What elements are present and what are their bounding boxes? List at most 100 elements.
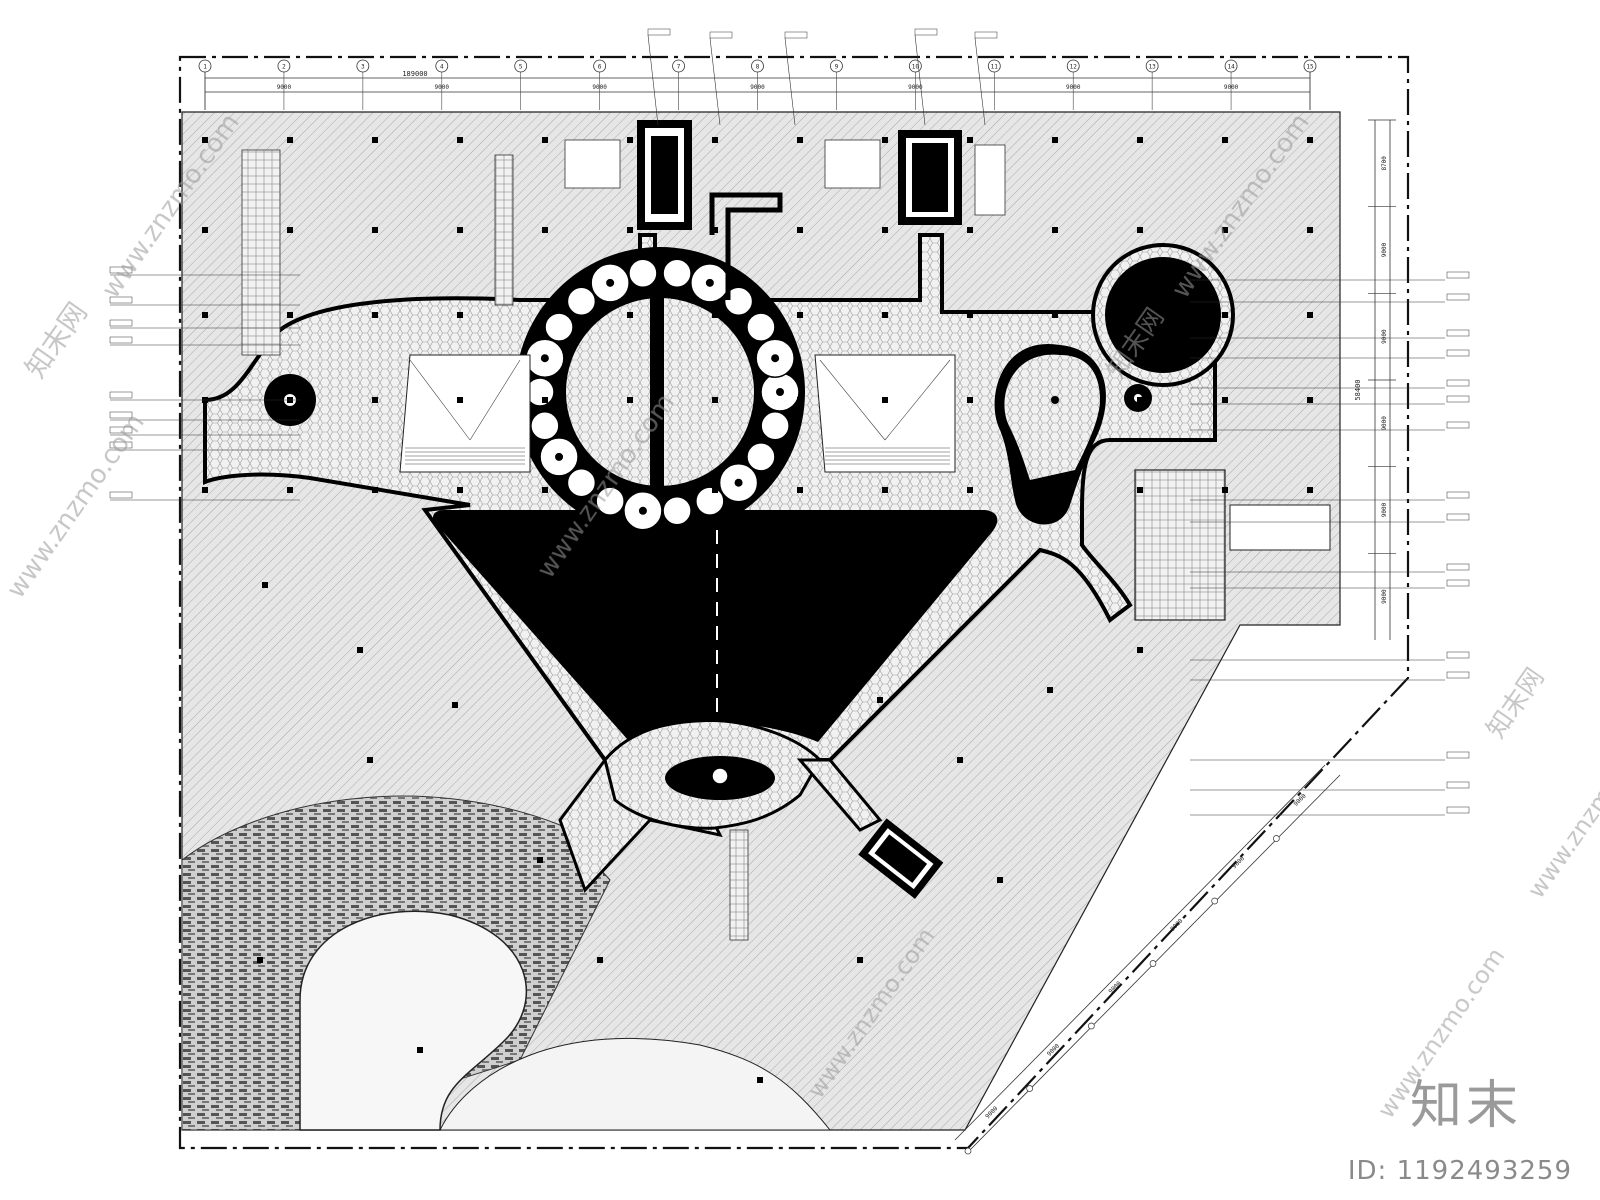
callout-tag [109,441,133,449]
column [882,227,888,233]
north-elevators [974,144,1006,216]
grid-bubble-label: 3 [361,64,365,71]
column [967,487,973,493]
callout-leader [709,37,721,126]
watermark-id: ID: 1192493259 [1347,1156,1572,1186]
grid-bubble [1145,59,1159,73]
column [202,227,208,233]
callout-tag [1446,379,1470,387]
west-escalator-atrium [399,354,531,473]
column [882,487,888,493]
east-service-block [1134,469,1226,621]
column [1307,227,1313,233]
column [372,137,378,143]
callout-tag [784,31,808,39]
callout-tag [109,266,133,274]
diagonal-grid-bubble [1026,1085,1034,1092]
diagonal-bay-dimension: 9000 [1169,917,1184,932]
callout-tag [1446,781,1470,789]
grid-bubble [435,59,449,73]
column [1137,647,1143,653]
ring-planter [544,312,574,342]
grid-bubble-label: 10 [912,64,920,71]
column [457,312,463,318]
callout-tag [1446,293,1470,301]
column [712,397,718,403]
ring-planter [530,411,560,441]
column [797,137,803,143]
column [757,1077,763,1083]
column [1137,487,1143,493]
ring-planter-core [771,354,780,363]
callout-tag [1446,751,1470,759]
lower-left-plaza-circle [299,910,528,1131]
column [1137,227,1143,233]
column [1137,312,1143,318]
callout-tag [1446,651,1470,659]
ring-planter [566,467,597,498]
callout-tag [1446,329,1470,337]
north-core-left-void [651,136,678,214]
grid-bubble-label: 11 [991,64,999,71]
column [257,957,263,963]
callout-tag [914,28,938,36]
column [1307,397,1313,403]
ring-planter-core [705,278,714,287]
column [712,487,718,493]
column [597,957,603,963]
central-ring-planters [525,258,800,531]
callout-tag [109,491,133,499]
callout-tag [109,391,133,399]
right-bay-dimension: 9000 [1381,242,1388,257]
callout-leader [914,34,926,126]
column [627,137,633,143]
callout-leader [974,37,986,126]
column [357,647,363,653]
central-ring-spine [650,262,664,510]
ring-planter [662,496,692,526]
grid-bubble-label: 14 [1227,64,1235,71]
column [957,757,963,763]
column [542,487,548,493]
column [712,312,718,318]
column [627,487,633,493]
column [627,397,633,403]
grid-bubble [1066,59,1080,73]
column [882,312,888,318]
column [202,487,208,493]
diagonal-grid-bubble [964,1147,972,1155]
grid-bubble [198,59,212,73]
north-stair-left [564,139,621,189]
callout-tag [109,426,133,434]
keyhole-garden-tail [1034,478,1066,522]
ring-planter [746,442,776,472]
column [882,137,888,143]
grid-bubble-label: 4 [440,64,444,71]
watermark-brand-3: 知末网 [1481,663,1550,744]
column [967,312,973,318]
column [797,397,803,403]
ring-planter-core [638,506,647,515]
right-bay-dimension: 9000 [1381,329,1388,344]
north-core-right-void [912,143,948,212]
callout-tag [1446,806,1470,814]
grid-bubble [830,59,843,73]
callout-tag [1446,563,1470,571]
column [287,227,293,233]
callout-tag [1446,395,1470,403]
column [1307,137,1313,143]
column [287,137,293,143]
column [1222,137,1228,143]
column [457,487,463,493]
callout-tag [709,31,733,39]
right-callout-leaders [1190,271,1470,816]
diagonal-bay-dimension: 9000 [1108,980,1123,995]
grid-bubble [987,59,1001,73]
callout-tag [109,319,133,327]
grid-bubble [751,59,764,73]
right-bay-dimension: 9000 [1381,416,1388,431]
east-round-feature [1105,257,1221,373]
column [1222,312,1228,318]
grid-bubble [672,59,685,73]
column [457,397,463,403]
